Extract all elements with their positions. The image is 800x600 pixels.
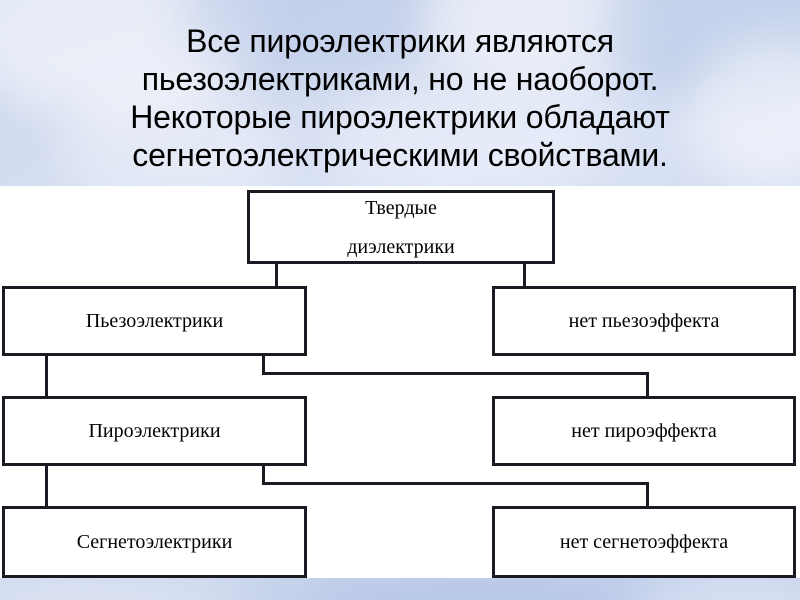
node-pyroelectrics[interactable]: Пироэлектрики bbox=[2, 396, 307, 466]
connector-root-to-right bbox=[523, 262, 526, 288]
title-line-3: Некоторые пироэлектрики обладают bbox=[130, 99, 670, 135]
connector-row2-left-branch-down bbox=[262, 465, 265, 485]
title-line-1: Все пироэлектрики являются bbox=[186, 23, 614, 59]
connector-row2-right-drop bbox=[646, 372, 649, 398]
node-label: нет сегнетоэффекта bbox=[559, 531, 729, 553]
node-no-pyro-effect[interactable]: нет пироэффекта bbox=[492, 396, 796, 466]
node-no-ferro-effect[interactable]: нет сегнетоэффекта bbox=[492, 506, 796, 578]
node-label-line-2: диэлектрики bbox=[347, 235, 455, 258]
connector-row2-to-row3-right bbox=[262, 482, 649, 485]
connector-row3-right-drop bbox=[646, 482, 649, 508]
node-solid-dielectrics[interactable]: Твердые диэлектрики bbox=[247, 190, 555, 264]
title-line-2: пьезоэлектриками, но не наоборот. bbox=[141, 61, 659, 97]
connector-row2-left-down bbox=[45, 465, 48, 508]
connector-row1-left-down bbox=[45, 355, 48, 398]
node-label-line-1: Твердые bbox=[365, 196, 437, 219]
node-piezoelectrics[interactable]: Пьезоэлектрики bbox=[2, 286, 307, 356]
title-line-4: сегнетоэлектрическими свойствами. bbox=[132, 137, 668, 173]
node-label: Пироэлектрики bbox=[88, 420, 221, 442]
node-label: Пьезоэлектрики bbox=[85, 310, 224, 332]
background-texture-patch bbox=[300, 578, 620, 600]
node-label: Сегнетоэлектрики bbox=[76, 531, 233, 553]
node-label: нет пироэффекта bbox=[571, 420, 717, 442]
node-ferroelectrics[interactable]: Сегнетоэлектрики bbox=[2, 506, 307, 578]
connector-row1-to-row2-right bbox=[262, 372, 649, 375]
background-texture-patch bbox=[0, 576, 250, 600]
node-label: нет пьезоэффекта bbox=[568, 310, 720, 332]
connector-root-to-left bbox=[275, 262, 278, 288]
connector-row1-left-branch-down bbox=[262, 355, 265, 375]
slide-title: Все пироэлектрики являются пьезоэлектрик… bbox=[0, 22, 800, 174]
node-no-piezo-effect[interactable]: нет пьезоэффекта bbox=[492, 286, 796, 356]
